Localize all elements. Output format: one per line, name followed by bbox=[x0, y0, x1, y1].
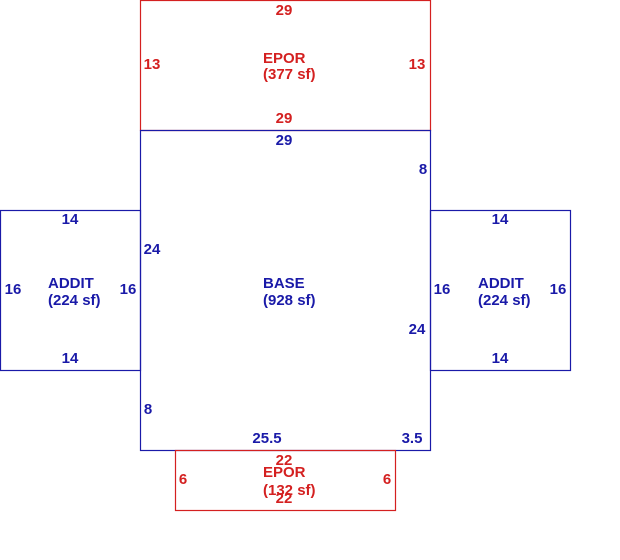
addit-right-area-text: (224 sf) bbox=[478, 292, 531, 309]
addit-left-area: 14 14 16 16 ADDIT (224 sf) bbox=[0, 209, 142, 372]
base-dim-right-lower: 24 bbox=[409, 321, 426, 338]
addit-right-area: 14 14 16 16 ADDIT (224 sf) bbox=[429, 209, 572, 372]
addit-left-dim-bottom: 14 bbox=[62, 350, 79, 367]
epor-top-dim-top: 29 bbox=[276, 2, 293, 19]
base-area-text: (928 sf) bbox=[263, 292, 316, 309]
epor-top-label: EPOR bbox=[263, 50, 306, 67]
epor-top-area: 29 29 13 13 EPOR (377 sf) bbox=[139, 0, 432, 132]
base-dim-bottom-main: 25.5 bbox=[252, 430, 281, 447]
base-dim-top: 29 bbox=[276, 132, 293, 149]
epor-top-dim-right: 13 bbox=[409, 56, 426, 73]
addit-right-label: ADDIT bbox=[478, 275, 524, 292]
addit-left-label: ADDIT bbox=[48, 275, 94, 292]
epor-bottom-dim-bottom: 22 bbox=[276, 490, 293, 507]
addit-left-area-text: (224 sf) bbox=[48, 292, 101, 309]
addit-right-outline bbox=[429, 209, 572, 372]
addit-right-dim-left: 16 bbox=[434, 281, 451, 298]
base-dim-left-lower: 8 bbox=[144, 401, 152, 418]
base-dim-bottom-right: 3.5 bbox=[402, 430, 423, 447]
addit-left-outline bbox=[0, 209, 142, 372]
epor-bottom-dim-top: 22 bbox=[276, 452, 293, 469]
base-area: 29 8 24 24 8 25.5 3.5 BASE (928 sf) bbox=[139, 129, 432, 452]
epor-bottom-area: 22 22 6 6 EPOR (132 sf) bbox=[174, 449, 397, 512]
addit-left-dim-top: 14 bbox=[62, 211, 79, 228]
addit-right-dim-right: 16 bbox=[550, 281, 567, 298]
epor-bottom-dim-left: 6 bbox=[179, 471, 187, 488]
epor-bottom-area-text: (132 sf) bbox=[263, 482, 316, 499]
epor-bottom-dim-right: 6 bbox=[383, 471, 391, 488]
base-dim-left-upper: 24 bbox=[144, 241, 161, 258]
epor-top-area-text: (377 sf) bbox=[263, 66, 316, 83]
epor-top-dim-left: 13 bbox=[144, 56, 161, 73]
addit-right-dim-top: 14 bbox=[492, 211, 509, 228]
base-label: BASE bbox=[263, 275, 305, 292]
base-dim-right-upper: 8 bbox=[419, 161, 427, 178]
epor-bottom-label: EPOR bbox=[263, 464, 306, 481]
epor-bottom-outline bbox=[174, 449, 397, 512]
addit-left-dim-left: 16 bbox=[5, 281, 22, 298]
addit-left-dim-right: 16 bbox=[120, 281, 137, 298]
addit-right-dim-bottom: 14 bbox=[492, 350, 509, 367]
epor-top-dim-bottom: 29 bbox=[276, 110, 293, 127]
